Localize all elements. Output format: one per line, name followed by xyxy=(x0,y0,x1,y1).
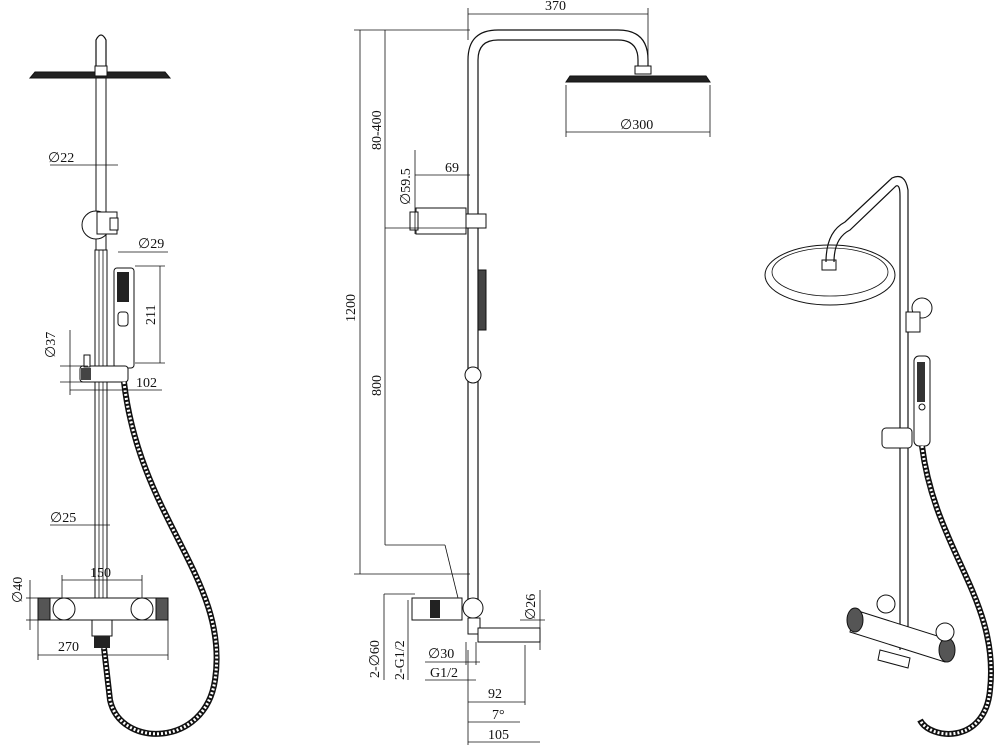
dim-total-height: 1200 xyxy=(344,294,359,322)
dim-angle: 7° xyxy=(492,708,505,723)
side-slide-holder xyxy=(464,366,482,384)
dim-handshower-length: 211 xyxy=(144,305,159,325)
dim-mixer-width: 270 xyxy=(58,640,79,655)
dim-lower-pipe-d25: ∅25 xyxy=(50,511,76,526)
dim-bracket-d: ∅59.5 xyxy=(399,168,414,205)
side-shower-head xyxy=(565,75,711,83)
front-hose xyxy=(101,381,220,737)
front-slide-holder xyxy=(79,365,129,383)
dim-head-d300: ∅300 xyxy=(620,118,653,133)
dim-lower-height: 800 xyxy=(370,375,385,396)
dim-spout-reach: 105 xyxy=(488,728,509,743)
persp-shower-head xyxy=(764,244,896,306)
dim-holder-d37: ∅37 xyxy=(44,332,59,358)
persp-hose xyxy=(917,445,995,737)
side-spout xyxy=(477,627,541,643)
side-mixer xyxy=(462,597,484,619)
persp-shower-arm xyxy=(825,175,909,650)
side-view: 370 ∅300 80-400 1200 800 ∅59.5 69 2-∅60 … xyxy=(344,0,711,745)
front-top-cap xyxy=(95,34,107,66)
dim-handshower-d29: ∅29 xyxy=(138,237,164,252)
side-shower-arm xyxy=(467,29,649,600)
dim-pipe-d22: ∅22 xyxy=(48,151,74,166)
side-hand-shower xyxy=(477,269,487,331)
front-connector xyxy=(94,65,108,77)
persp-spout xyxy=(877,649,911,669)
front-view: ∅22 ∅29 211 ∅37 102 ∅25 150 ∅40 270 xyxy=(11,34,220,737)
dim-spout-thread: G1/2 xyxy=(430,666,458,681)
dim-inlet-d26: ∅26 xyxy=(524,594,539,620)
dim-escutcheon: 2-∅60 xyxy=(368,640,383,678)
dim-wall-offset: 92 xyxy=(488,687,502,702)
dim-mixer-centres: 150 xyxy=(90,566,111,581)
dim-spout-d30: ∅30 xyxy=(428,647,454,662)
dim-bracket-offset: 69 xyxy=(445,161,459,176)
perspective-view xyxy=(764,175,995,737)
dim-holder-offset: 102 xyxy=(136,376,157,391)
front-lower-riser xyxy=(94,249,108,601)
dim-adjust-range: 80-400 xyxy=(370,110,385,150)
dim-arm-reach: 370 xyxy=(545,0,566,14)
side-wall-bracket xyxy=(415,207,467,235)
dim-mixer-d40: ∅40 xyxy=(11,577,26,603)
dim-inlet-thread: 2-G1/2 xyxy=(393,640,408,680)
persp-slide-holder xyxy=(881,427,913,449)
